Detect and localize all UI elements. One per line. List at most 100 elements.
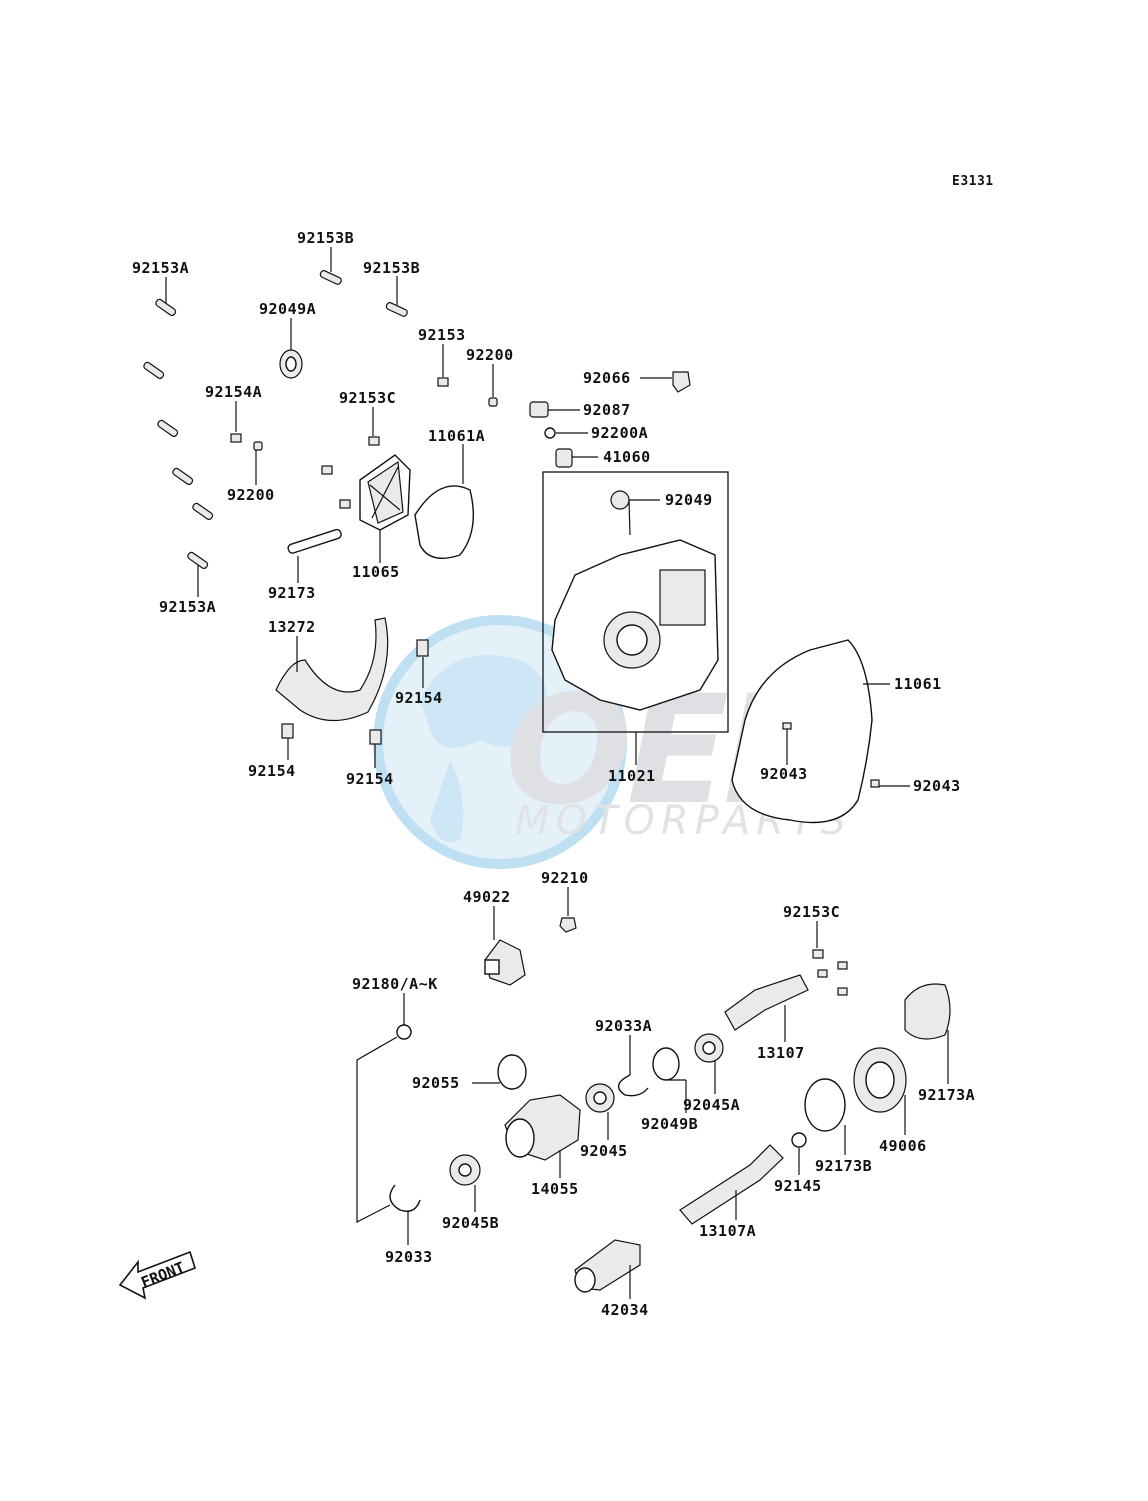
- label-92087[interactable]: 92087: [583, 401, 631, 419]
- circlip-92033: [389, 1184, 421, 1212]
- label-92180[interactable]: 92180/A~K: [352, 975, 438, 993]
- bolt-icon: [187, 551, 209, 570]
- label-92043-b[interactable]: 92043: [913, 777, 961, 795]
- label-92153[interactable]: 92153: [418, 326, 466, 344]
- watermark-continent-shape-2: [430, 760, 464, 843]
- gear-49022: [484, 939, 526, 986]
- label-92200-left[interactable]: 92200: [227, 486, 275, 504]
- bolt-92154-b: [281, 723, 294, 739]
- label-92153B-mid[interactable]: 92153B: [363, 259, 420, 277]
- leader-lines: [165, 247, 949, 1299]
- label-92154-c[interactable]: 92154: [346, 770, 394, 788]
- plug-92087: [529, 401, 549, 418]
- bolt-group-left: [143, 270, 498, 570]
- clamp-92173B: [804, 1078, 846, 1132]
- label-92173B[interactable]: 92173B: [815, 1157, 872, 1175]
- holder-14055: [504, 1094, 581, 1161]
- label-92055[interactable]: 92055: [412, 1074, 460, 1092]
- label-92145[interactable]: 92145: [774, 1177, 822, 1195]
- label-92066[interactable]: 92066: [583, 369, 631, 387]
- label-92173[interactable]: 92173: [268, 584, 316, 602]
- front-arrow-icon: FRONT: [118, 1250, 196, 1300]
- bearing-92045: [585, 1083, 615, 1113]
- oil-seal-92049A: [279, 349, 303, 379]
- label-92200-top[interactable]: 92200: [466, 346, 514, 364]
- label-11061[interactable]: 11061: [894, 675, 942, 693]
- housing-92173A: [904, 983, 951, 1040]
- bolt-icon: [143, 361, 165, 380]
- bolt-group-right: [812, 949, 848, 996]
- guide-13272: [275, 617, 389, 722]
- watermark-continent-shape: [420, 655, 547, 748]
- bearing-92045A: [694, 1033, 724, 1063]
- bolt-icon: [192, 502, 214, 521]
- bolt-icon: [157, 419, 179, 438]
- bolt-icon: [230, 433, 242, 443]
- oil-seal-92049: [610, 490, 630, 510]
- label-92210[interactable]: 92210: [541, 869, 589, 887]
- snap-ring-92180: [396, 1024, 412, 1040]
- label-41060[interactable]: 41060: [603, 448, 651, 466]
- label-92049[interactable]: 92049: [665, 491, 713, 509]
- label-92154-a[interactable]: 92154: [395, 689, 443, 707]
- label-92045A[interactable]: 92045A: [683, 1096, 740, 1114]
- bolt-icon: [319, 270, 342, 285]
- label-49022[interactable]: 49022: [463, 888, 511, 906]
- plug-92066: [672, 371, 691, 393]
- bolt-icon: [339, 499, 351, 509]
- nut-92210: [559, 917, 577, 933]
- part-labels: 92153B 92153A 92153B 92049A 92153 92200 …: [132, 229, 975, 1319]
- cover-11065: [359, 454, 411, 531]
- label-92154-b[interactable]: 92154: [248, 762, 296, 780]
- label-92153C-top[interactable]: 92153C: [339, 389, 396, 407]
- circlip-92033A: [617, 1074, 649, 1097]
- label-42034[interactable]: 42034: [601, 1301, 649, 1319]
- washer-92200A: [544, 427, 556, 439]
- shaft-13107A: [679, 1144, 784, 1225]
- label-92200A[interactable]: 92200A: [591, 424, 648, 442]
- shaft-13107: [724, 974, 809, 1031]
- bolt-icon: [172, 467, 194, 486]
- label-49006[interactable]: 49006: [879, 1137, 927, 1155]
- bolt-icon: [321, 465, 333, 475]
- label-92049A[interactable]: 92049A: [259, 300, 316, 318]
- label-92173A[interactable]: 92173A: [918, 1086, 975, 1104]
- ring-92049B: [652, 1047, 680, 1081]
- label-11065[interactable]: 11065: [352, 563, 400, 581]
- gasket-11061: [731, 639, 880, 824]
- label-92033A[interactable]: 92033A: [595, 1017, 652, 1035]
- label-13272[interactable]: 13272: [268, 618, 316, 636]
- label-92049B[interactable]: 92049B: [641, 1115, 698, 1133]
- label-14055[interactable]: 14055: [531, 1180, 579, 1198]
- plate-92173: [287, 528, 342, 554]
- label-92153B-top[interactable]: 92153B: [297, 229, 354, 247]
- label-13107A[interactable]: 13107A: [699, 1222, 756, 1240]
- label-92033[interactable]: 92033: [385, 1248, 433, 1266]
- label-92153A-bot[interactable]: 92153A: [159, 598, 216, 616]
- bolt-icon: [253, 441, 263, 451]
- switch-41060: [555, 448, 573, 468]
- seal-92055: [497, 1054, 527, 1090]
- joint-42034: [574, 1239, 641, 1293]
- spring-92145: [791, 1132, 807, 1148]
- label-13107[interactable]: 13107: [757, 1044, 805, 1062]
- label-92045B[interactable]: 92045B: [442, 1214, 499, 1232]
- crankcase-cover-11021: [542, 471, 729, 733]
- bolt-icon: [155, 298, 177, 317]
- bolt-92154-c: [369, 729, 382, 745]
- label-11021[interactable]: 11021: [608, 767, 656, 785]
- diagram-code: E3131: [952, 174, 994, 189]
- label-92154A[interactable]: 92154A: [205, 383, 262, 401]
- label-92043-a[interactable]: 92043: [760, 765, 808, 783]
- label-11061A[interactable]: 11061A: [428, 427, 485, 445]
- bolt-icon: [437, 377, 449, 387]
- bolt-icon: [385, 302, 408, 317]
- bolt-icon: [488, 397, 498, 407]
- bearing-92045B: [449, 1154, 481, 1186]
- label-92045[interactable]: 92045: [580, 1142, 628, 1160]
- gasket-11061A: [414, 485, 475, 559]
- label-92153A-top[interactable]: 92153A: [132, 259, 189, 277]
- label-92153C-bot[interactable]: 92153C: [783, 903, 840, 921]
